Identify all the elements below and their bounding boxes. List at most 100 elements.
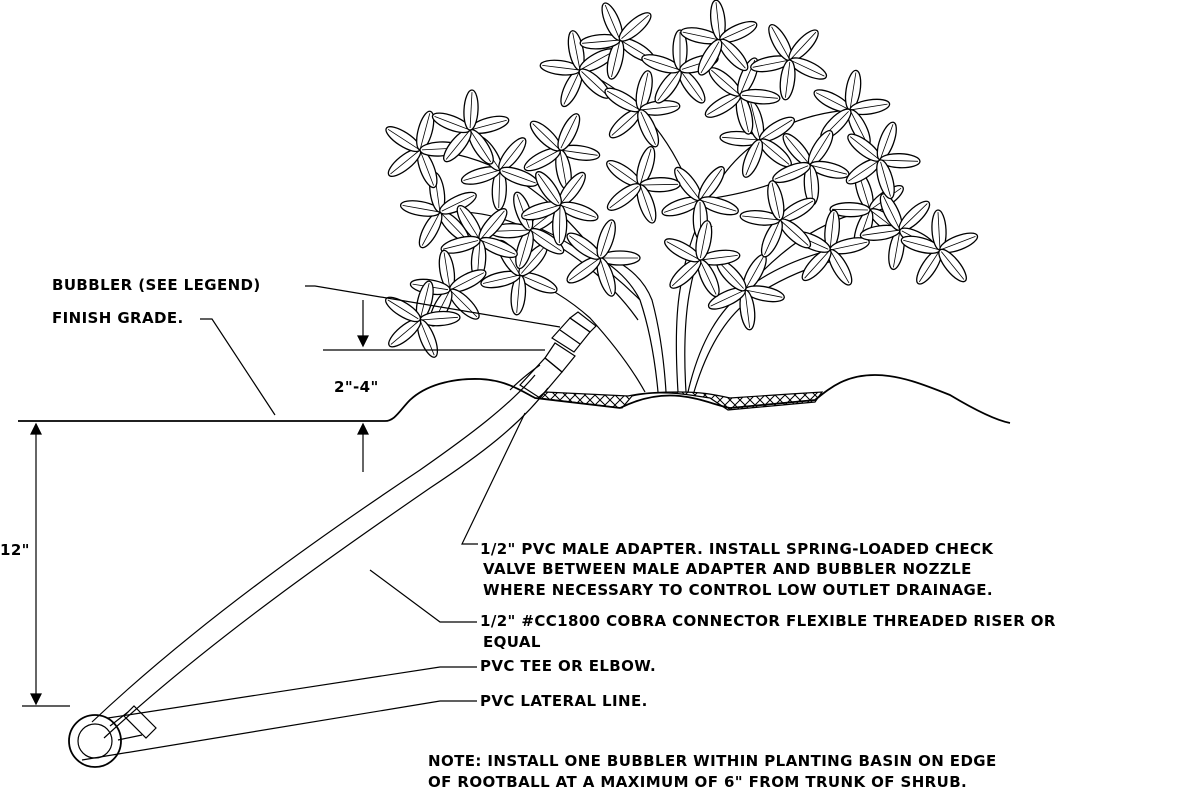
- leaf-vein: [940, 251, 965, 280]
- leaf-vein: [561, 205, 597, 218]
- note-line-2: OF ROOTBALL AT A MAXIMUM OF 6" FROM TRUN…: [428, 773, 967, 791]
- leaf-vein: [443, 252, 451, 289]
- leaf-vein: [421, 213, 440, 246]
- shrub-foliage: [384, 0, 979, 358]
- leaf-vein: [621, 14, 649, 40]
- leaf-vein: [831, 241, 868, 250]
- leaf-vein: [463, 170, 499, 181]
- male-adapter: [519, 342, 576, 399]
- leaf-vein: [640, 111, 656, 145]
- leaf-vein: [791, 60, 825, 77]
- leaf-vein: [893, 231, 901, 268]
- leaf-vein: [542, 65, 579, 71]
- cobra-connector-label-line-1: 1/2" #CC1800 COBRA CONNECTOR FLEXIBLE TH…: [480, 612, 1056, 630]
- leaf-vein: [849, 72, 857, 109]
- leaf-vein: [851, 103, 888, 111]
- leaf-vein: [537, 173, 560, 204]
- leaf-vein: [742, 215, 779, 221]
- bubbler-label: BUBBLER (SEE LEGEND): [52, 276, 261, 294]
- leaf-vein: [611, 111, 639, 136]
- leaf-vein: [420, 151, 434, 186]
- leaf-vein: [682, 31, 719, 40]
- leaf-vein: [500, 139, 524, 169]
- leaf-vein: [611, 41, 620, 78]
- leaf-vein: [390, 150, 419, 175]
- leaf-vein: [480, 210, 505, 239]
- leaf-vein: [831, 208, 869, 211]
- leaf-vein: [700, 261, 717, 295]
- leaf-vein: [849, 136, 879, 160]
- pvc-lateral-label: PVC LATERAL LINE.: [480, 692, 648, 710]
- dimension-12: [22, 422, 70, 707]
- leaf-vein: [804, 251, 829, 279]
- leaf-vein: [561, 149, 598, 156]
- leaf-vein: [771, 26, 790, 59]
- leaf-vein: [434, 116, 469, 130]
- leader-lines: [81, 285, 561, 761]
- leaf-vein: [680, 71, 703, 101]
- dimension-label-2-4: 2"-4": [334, 378, 379, 396]
- leaf-vein: [880, 124, 894, 159]
- leaf-vein: [600, 259, 613, 295]
- male-adapter-label-line-2: VALVE BETWEEN MALE ADAPTER AND BUBBLER N…: [483, 560, 972, 578]
- leaf-vein: [771, 182, 780, 219]
- leaf-vein: [420, 283, 430, 319]
- cobra-connector-label-line-2: EQUAL: [483, 633, 541, 651]
- finish-grade-label: FINISH GRADE.: [52, 309, 184, 327]
- leaf-vein: [481, 240, 516, 255]
- leaf-vein: [402, 205, 439, 213]
- leaf-vein: [718, 261, 744, 289]
- leaf-vein: [676, 169, 700, 199]
- leaf-vein: [862, 229, 899, 236]
- leaf-vein: [666, 241, 699, 260]
- leaf-vein: [764, 221, 780, 255]
- leaf-vein: [560, 174, 584, 204]
- leaf-vein: [715, 2, 721, 39]
- leaf-vein: [785, 61, 791, 98]
- leaf-vein: [582, 39, 619, 44]
- leaf-vein: [640, 186, 653, 222]
- male-adapter-label-line-1: 1/2" PVC MALE ADAPTER. INSTALL SPRING-LO…: [480, 540, 994, 558]
- leaf-vein: [700, 168, 723, 199]
- leaf-vein: [745, 256, 764, 289]
- leaf-vein: [785, 135, 810, 164]
- leaf-vein: [445, 131, 470, 160]
- leaf-vein: [830, 251, 850, 284]
- pvc-tee-label: PVC TEE OR ELBOW.: [480, 657, 656, 675]
- leaf-vein: [421, 316, 458, 321]
- leaf-vein: [752, 60, 789, 68]
- finish-grade-line: [18, 374, 1011, 424]
- leaf-vein: [420, 113, 431, 149]
- leaf-vein: [520, 246, 546, 274]
- leaf-vein: [640, 148, 652, 184]
- leaf-vein: [531, 230, 562, 252]
- leaf-vein: [663, 200, 699, 213]
- leaf-vein: [829, 212, 835, 249]
- leaf-vein: [721, 41, 746, 69]
- leaf-vein: [523, 205, 559, 217]
- leaf-vein: [521, 275, 556, 291]
- leaf-vein: [563, 71, 580, 105]
- leaf-vein: [710, 290, 744, 307]
- leaf-vein: [604, 4, 620, 39]
- leaf-vein: [741, 94, 778, 99]
- leaf-vein: [848, 160, 879, 182]
- leaf-vein: [721, 24, 755, 40]
- leaf-vein: [498, 171, 501, 209]
- leaf-vein: [722, 136, 759, 141]
- leaf-vein: [471, 119, 507, 130]
- leaf-vein: [941, 236, 976, 250]
- leaf-vein: [811, 165, 847, 175]
- leaf-vein: [781, 221, 809, 246]
- leaf-vein: [459, 207, 480, 239]
- leaf-vein: [441, 213, 467, 240]
- leaf-vein: [643, 57, 679, 70]
- pvc-tee: [109, 705, 157, 741]
- leaf-vein: [701, 255, 738, 261]
- leaf-vein: [774, 165, 809, 180]
- leaf-vein: [791, 31, 817, 59]
- leaf-vein: [606, 90, 639, 110]
- leaf-vein: [641, 105, 678, 111]
- leaf-vein: [569, 235, 599, 258]
